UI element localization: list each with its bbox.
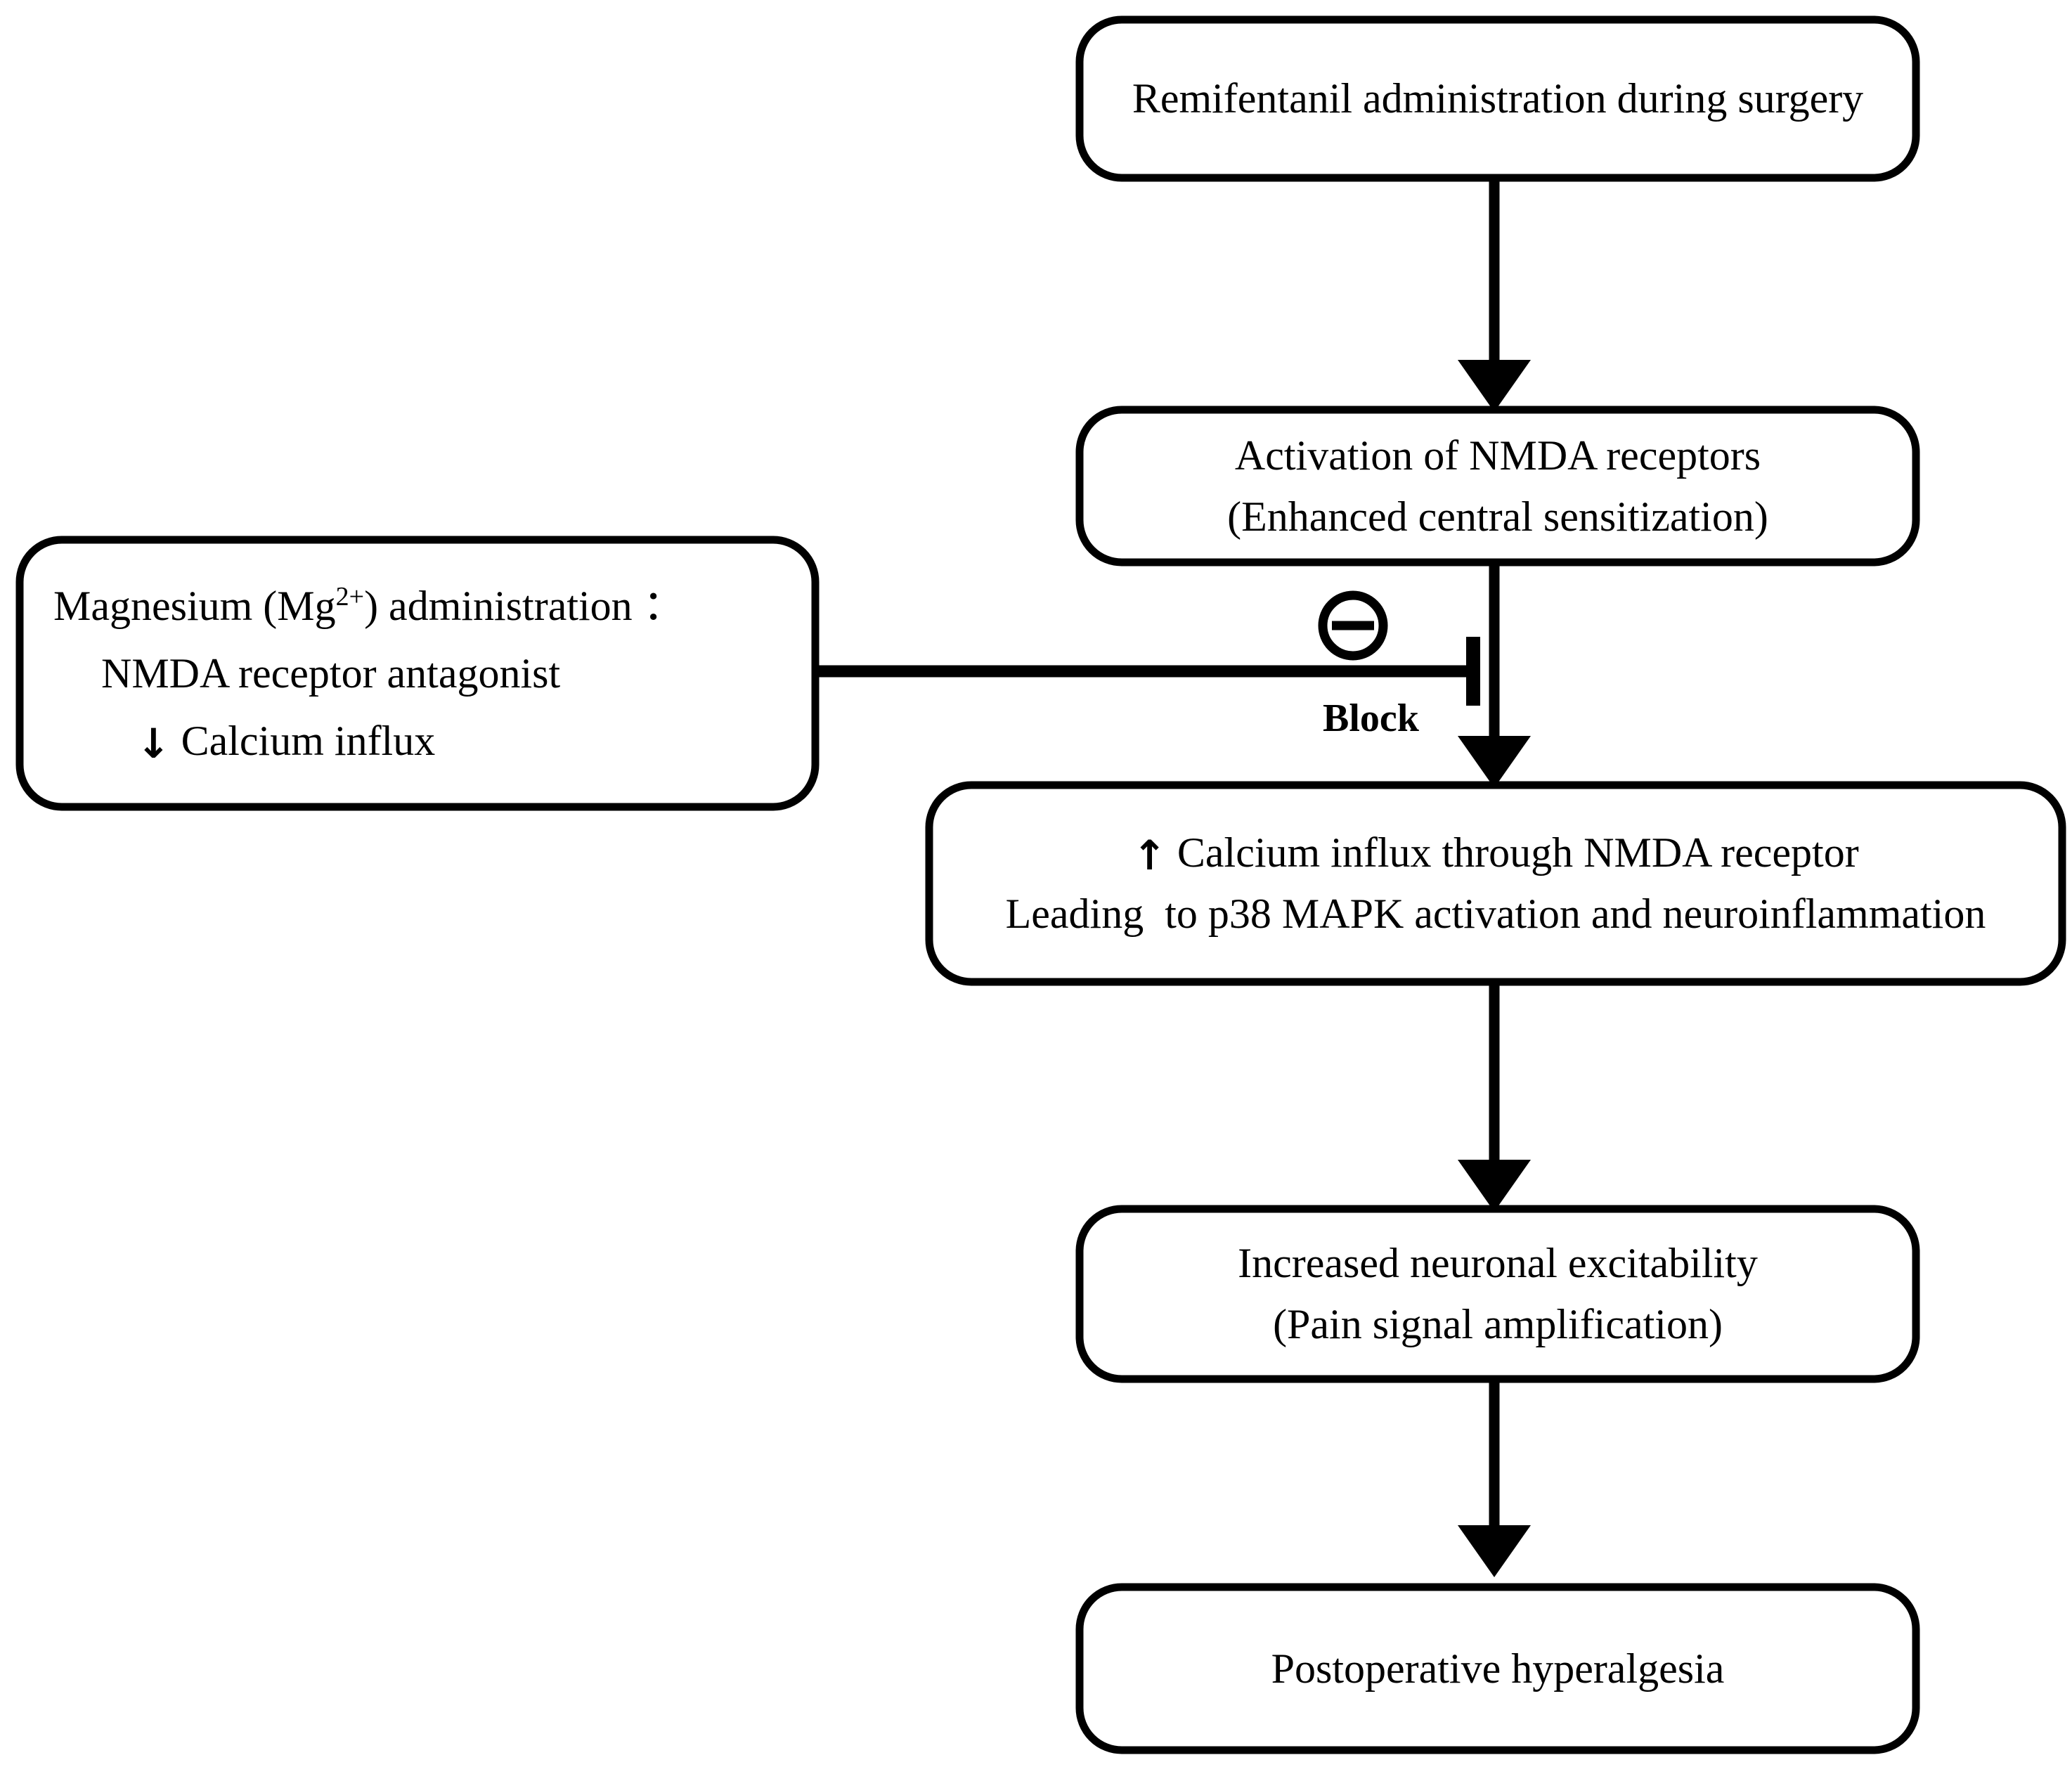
node-nmda-activation-box[interactable] — [1075, 406, 1920, 567]
block-label: Block — [1323, 697, 1419, 740]
edge-remifentanil-to-nmda-arrowhead — [1458, 360, 1531, 412]
node-magnesium-box[interactable] — [15, 536, 820, 811]
edge-nmda-to-calcium-arrowhead — [1458, 736, 1531, 788]
edge-excitability-to-hyperalgesia-arrowhead — [1458, 1525, 1531, 1577]
node-calcium-influx-box[interactable] — [925, 781, 2066, 986]
node-neuronal-excitability-box[interactable] — [1075, 1205, 1920, 1383]
node-hyperalgesia-box[interactable] — [1075, 1583, 1920, 1754]
node-remifentanil-box[interactable] — [1075, 15, 1920, 182]
edge-calcium-to-excitability-arrowhead — [1458, 1160, 1531, 1212]
